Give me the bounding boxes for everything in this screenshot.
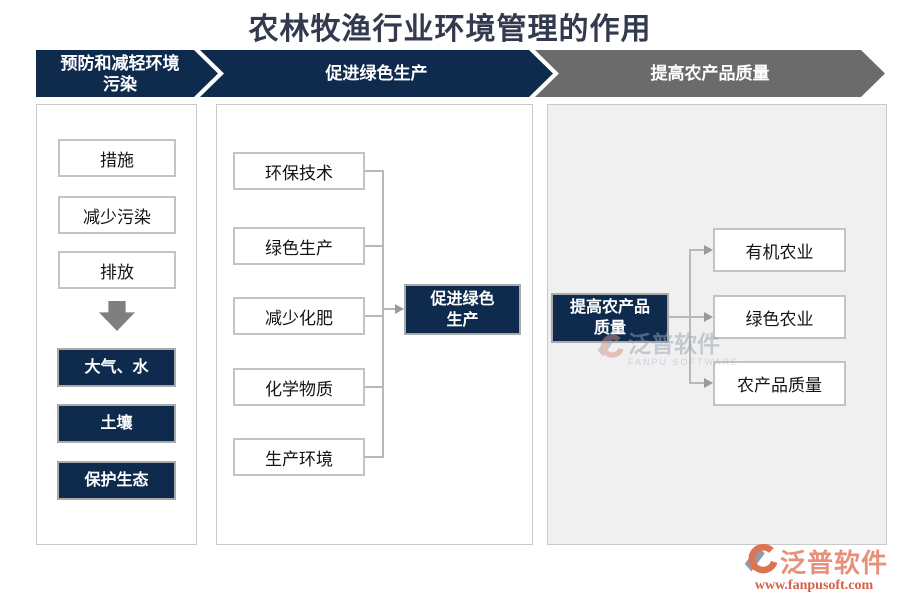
pipeline-step-prevention-label: 预防和减轻环境污染 [60,53,180,94]
quality-target-product-quality: 农产品质量 [713,361,846,406]
green-source-eco-technology: 环保技术 [233,152,365,190]
prevention-box-emissions: 排放 [58,251,176,289]
pipeline-step-quality-arrow: 提高农产品质量 [535,50,885,97]
green-source-reduce-fertilizer: 减少化肥 [233,297,365,335]
connector-line [668,316,690,318]
green-source-chemicals: 化学物质 [233,368,365,406]
quality-source-label: 提高农产品质量 [569,299,650,337]
quality-target-organic-agriculture: 有机农业 [713,228,846,272]
arrowhead-icon [704,245,713,255]
prevention-box-measures: 措施 [58,139,176,177]
connector-line [690,249,705,251]
green-source-production-environment: 生产环境 [233,438,365,476]
prevention-result-protect-ecology: 保护生态 [57,461,176,500]
prevention-result-air-water: 大气、水 [57,348,176,387]
brand-name: 泛普软件 [779,548,888,578]
arrowhead-icon [395,304,404,314]
brand-logo-icon [744,543,778,574]
connector-line [690,316,705,318]
green-target-label: 促进绿色生产 [430,290,495,329]
pipeline-step-prevention-arrow: 预防和减轻环境污染 [36,50,218,97]
brand-logo: 泛普软件 www.fanpusoft.com [740,542,888,594]
connector-line [365,245,383,247]
connector-spine [382,170,384,458]
pipeline-step-quality-label: 提高农产品质量 [650,64,770,83]
green-source-green-production: 绿色生产 [233,227,365,265]
pipeline-step-green-production-label: 促进绿色生产 [325,64,428,83]
connector-line [365,386,383,388]
quality-source-improve-quality: 提高农产品质量 [551,293,669,343]
connector-line [382,308,396,310]
connector-line [365,456,383,458]
connector-line [365,170,383,172]
prevention-result-soil: 土壤 [57,404,176,443]
green-target-promote-green-production: 促进绿色生产 [404,284,521,335]
arrowhead-icon [704,378,713,388]
connector-line [690,382,705,384]
arrowhead-icon [704,312,713,322]
brand-website-link[interactable]: www.fanpusoft.com [754,578,874,593]
quality-target-green-agriculture: 绿色农业 [713,295,846,339]
connector-line [365,315,383,317]
prevention-box-reduce-pollution: 减少污染 [58,196,176,234]
page-title: 农林牧渔行业环境管理的作用 [248,13,652,46]
pipeline-step-green-production-arrow: 促进绿色生产 [200,50,553,97]
